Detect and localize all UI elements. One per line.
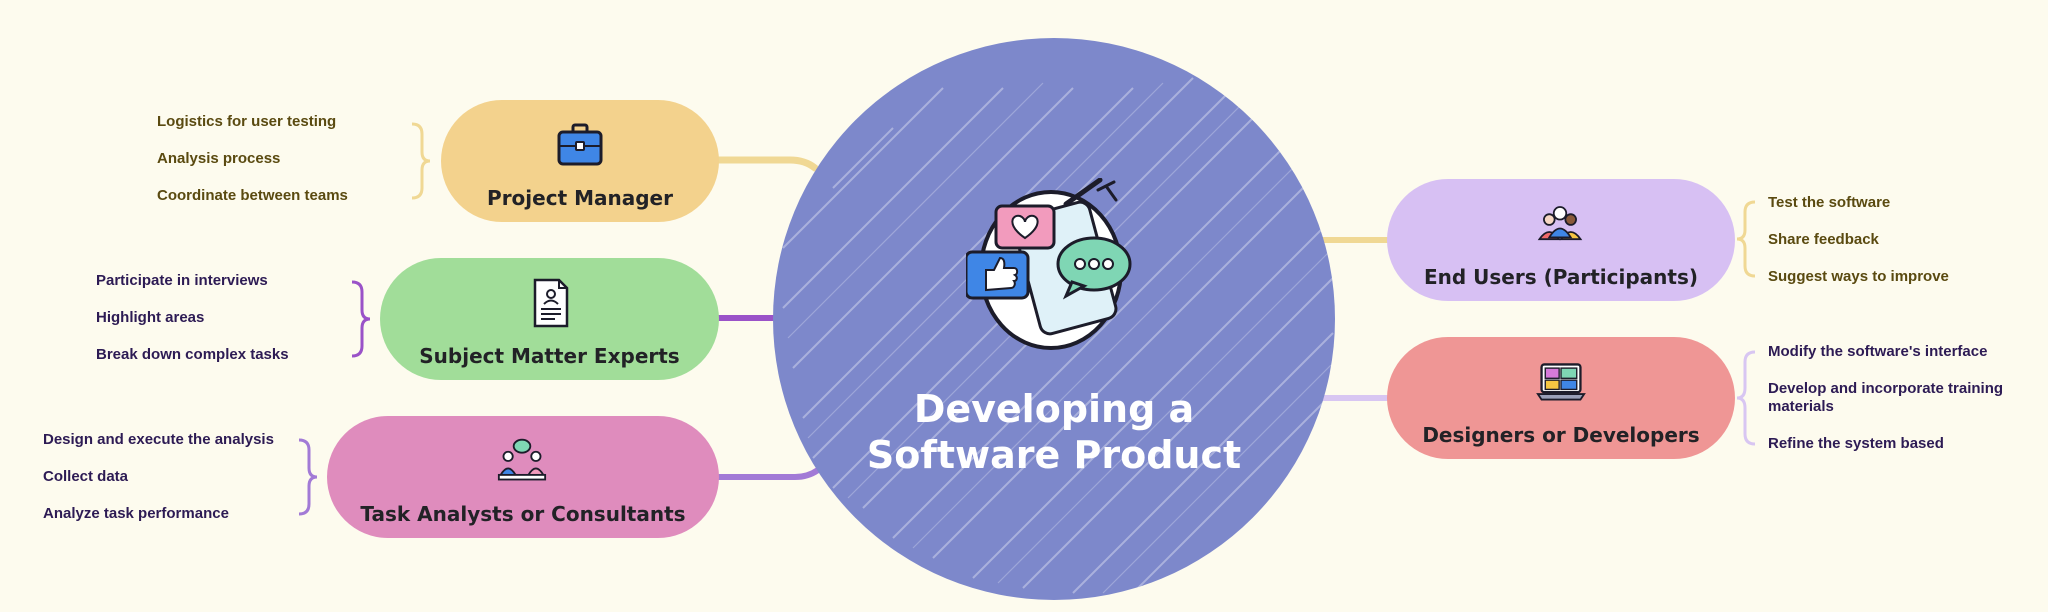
social-feedback-icon	[966, 178, 1132, 350]
list-item: Highlight areas	[96, 309, 205, 326]
list-item: Collect data	[43, 468, 129, 485]
briefcase-icon	[557, 123, 603, 166]
node-label: Subject Matter Experts	[419, 344, 680, 368]
connector-project-manager	[714, 156, 819, 172]
list-item: Analysis process	[157, 150, 281, 167]
list-item: Modify the software's interface	[1768, 343, 1988, 360]
node-label: Designers or Developers	[1422, 423, 1700, 447]
list-item: Break down complex tasks	[96, 346, 289, 363]
bracket-end-users	[1737, 200, 1756, 278]
connector-task-analysts	[718, 467, 820, 480]
list-item: Participate in interviews	[96, 272, 268, 289]
node-end-users: End Users (Participants)	[1387, 179, 1735, 301]
central-title-line-1: Developing a	[913, 387, 1195, 431]
list-item: Refine the system based	[1768, 435, 1944, 452]
laptop-design-icon	[1536, 363, 1586, 401]
list-item: Develop and incorporate training materia…	[1768, 380, 2004, 415]
bracket-project-manager	[411, 122, 430, 200]
node-project-manager: Project Manager	[441, 100, 719, 222]
list-item: Suggest ways to improve	[1768, 268, 1949, 285]
bracket-task-analysts	[298, 438, 317, 516]
list-item: Test the software	[1768, 194, 1891, 211]
node-designers-developers: Designers or Developers	[1387, 337, 1735, 459]
bracket-designers-developers	[1737, 350, 1756, 446]
node-task-analysts: Task Analysts or Consultants	[327, 416, 719, 538]
resume-document-icon	[533, 278, 569, 328]
central-topic: Developing a Software Product	[773, 38, 1335, 600]
node-label: End Users (Participants)	[1423, 265, 1699, 289]
bracket-subject-matter-experts	[351, 280, 370, 358]
list-item: Logistics for user testing	[157, 113, 337, 130]
central-title-line-2: Software Product	[866, 433, 1242, 477]
consultation-icon	[497, 438, 547, 481]
node-subject-matter-experts: Subject Matter Experts	[380, 258, 719, 380]
node-label: Project Manager	[487, 186, 673, 210]
list-item: Design and execute the analysis	[43, 431, 274, 448]
users-group-icon	[1537, 206, 1583, 241]
list-item: Share feedback	[1768, 231, 1879, 248]
central-topic-title: Developing a Software Product	[773, 386, 1335, 478]
node-label: Task Analysts or Consultants	[360, 502, 686, 526]
list-item: Coordinate between teams	[157, 187, 348, 204]
hatch-texture	[782, 77, 1334, 594]
list-item: Analyze task performance	[43, 505, 229, 522]
